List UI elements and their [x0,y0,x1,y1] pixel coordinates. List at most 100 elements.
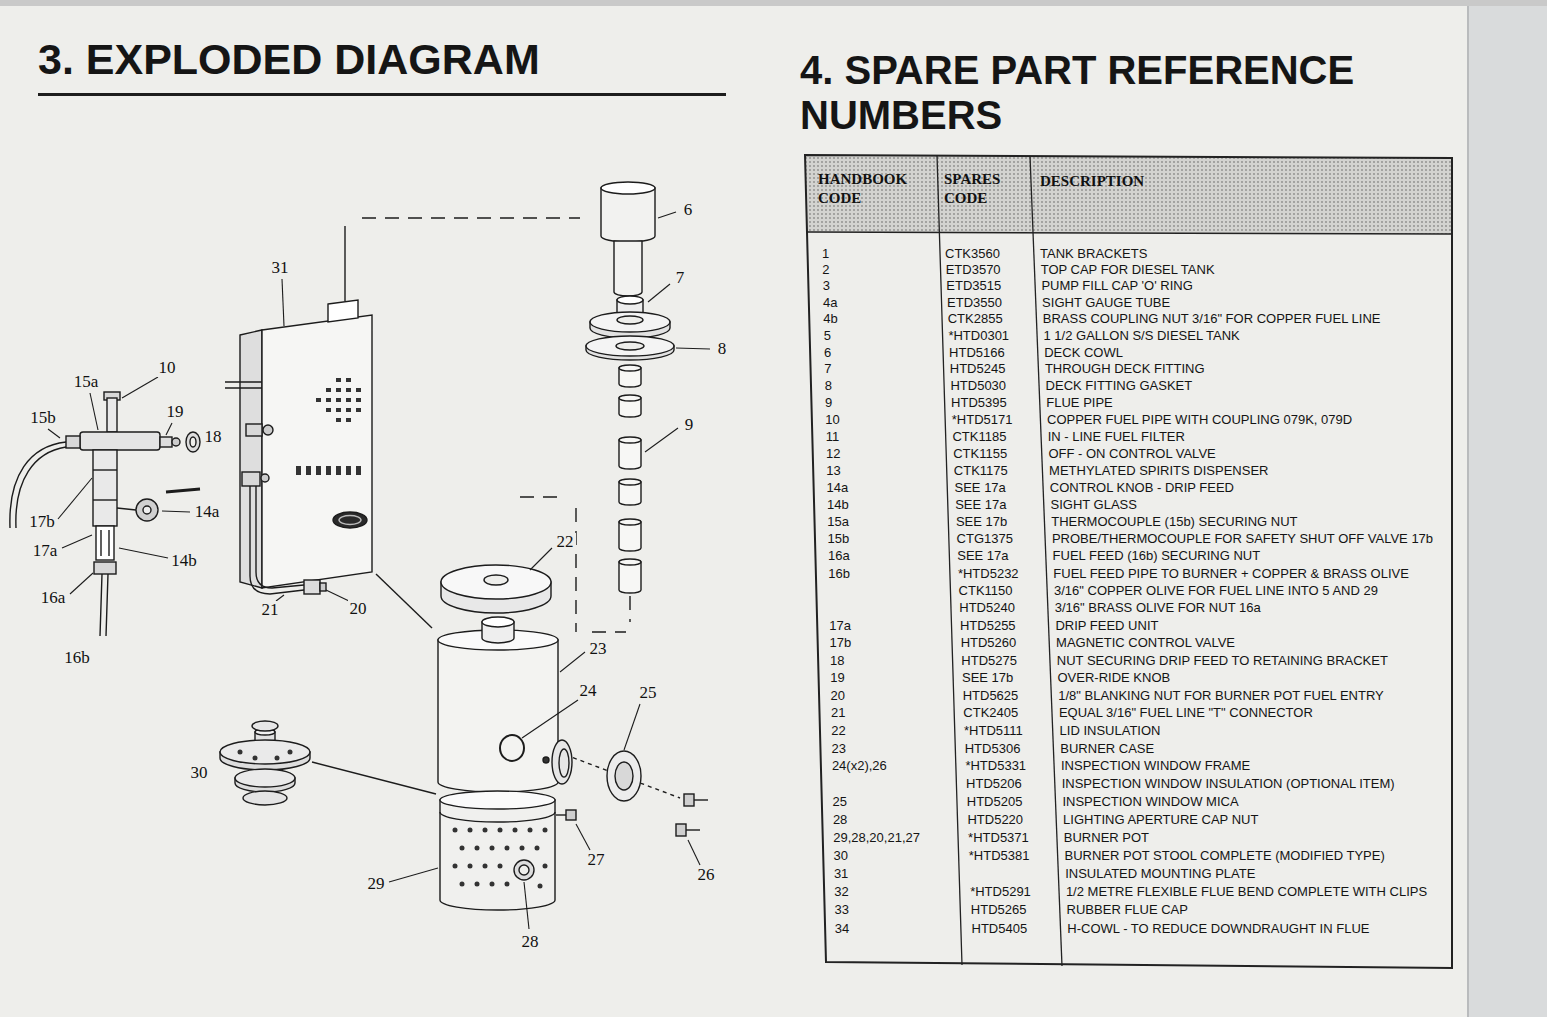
burner-assembly [566,810,576,820]
callout-number: 23 [588,640,609,658]
table-cell: THERMOCOUPLE (15b) SECURING NUT [1051,514,1297,529]
heater-unit [316,466,321,475]
heater-unit [263,425,273,435]
table-cell: *HTD5291 [970,884,1031,899]
table-cell: 32 [834,884,848,899]
heater-unit [326,466,331,475]
drip-feed-valve [66,436,80,448]
table-cell: 16a [828,548,850,563]
page-background [0,0,1547,6]
table-cell: 4b [823,311,837,326]
dashed-guide [362,218,680,798]
burner-stool [238,750,243,755]
drip-feed-valve [160,437,172,447]
table-cell: 18 [830,653,844,668]
flue-pipe-segments [619,365,641,593]
table-cell: HTD5395 [951,395,1007,410]
burner-assembly [438,640,558,792]
heater-unit [326,398,331,402]
table-cell: 34 [835,921,849,936]
table-cell: EQUAL 3/16" FUEL LINE "T" CONNECTOR [1059,705,1313,720]
burner-assembly [556,814,566,815]
leader-line [326,590,349,601]
heater-unit [256,486,304,588]
heater-unit [344,226,345,301]
burner-assembly [453,864,458,869]
table-cell: ETD3515 [946,278,1001,293]
flue-pipe-segments [619,365,641,371]
table-cell: 16b [828,566,850,581]
table-cell: HTD5240 [959,600,1015,615]
burner-assembly [519,865,529,875]
burner-stool [253,756,258,761]
table-cell: FLUE PIPE [1046,395,1112,410]
leader-line [282,279,284,326]
burner-assembly [441,565,551,599]
burner-assembly [468,828,473,833]
callout-number: 26 [696,866,717,884]
table-cell: BRASS COUPLING NUT 3/16" FOR COPPER FUEL… [1043,311,1381,326]
table-cell: INSPECTION WINDOW FRAME [1061,758,1250,773]
callout-number: 19 [165,403,186,421]
burner-assembly [694,799,708,800]
burner-assembly [440,812,555,822]
burner-stool [238,750,293,761]
heater-unit [320,583,326,591]
table-cell: 11 [826,429,840,444]
burner-assembly [438,565,708,910]
leader-line [645,428,678,452]
dashed-guide [575,508,576,632]
drip-feed-valve [108,530,109,556]
table-cell: 30 [834,848,848,863]
callout-number: 22 [555,533,576,551]
drip-feed-valve [93,499,117,500]
leader-line [389,868,438,882]
table-cell: INSULATED MOUNTING PLATE [1065,866,1255,881]
callout-number: 31 [270,259,291,277]
table-cell: OVER-RIDE KNOB [1058,670,1171,685]
table-cell: 7 [824,361,831,376]
heater-unit [376,574,432,628]
heater-unit [346,388,351,392]
leader-line [90,393,98,430]
burner-assembly [505,846,510,851]
heading-rule [38,93,726,96]
burner-assembly [484,575,508,585]
burner-assembly [475,882,480,887]
column-header: DESCRIPTION [1040,172,1144,191]
table-cell: SEE 17b [956,514,1007,529]
table-cell: BURNER POT [1064,830,1149,845]
table-cell: 3/16" BRASS OLIVE FOR NUT 16a [1055,600,1261,615]
table-cell: ETD3570 [946,262,1001,277]
table-cell: 15a [827,514,849,529]
heater-unit [326,408,331,412]
table-cell: 22 [831,723,845,738]
drip-feed-valve [10,392,200,636]
table-cell: FUEL FEED PIPE TO BURNER + COPPER & BRAS… [1053,566,1409,581]
heater-unit [336,388,341,392]
table-cell: SEE 17a [955,480,1006,495]
leader-line [58,478,92,519]
burner-assembly [483,864,488,869]
column-header: SPARES CODE [944,170,1028,208]
flue-pipe-segments [619,440,641,469]
leader-line [524,882,529,929]
leader-line [62,535,92,548]
burner-assembly [615,762,633,790]
table-cell: CTK1175 [954,463,1008,478]
table-cell: *HTD5381 [969,848,1030,863]
table-cell: 17b [830,635,852,650]
leader-line [648,284,670,302]
table-cell: 6 [824,345,831,360]
drip-feed-valve [172,438,180,446]
heater-unit [296,466,301,475]
table-cell: PROBE/THERMOCOUPLE FOR SAFETY SHUT OFF V… [1052,531,1433,546]
leader-line [688,840,700,865]
callout-number: 18 [203,428,224,446]
drip-feed-valve [94,562,116,574]
drip-feed-valve [136,499,158,521]
burner-stool [288,750,293,755]
table-cell: 5 [824,328,831,343]
